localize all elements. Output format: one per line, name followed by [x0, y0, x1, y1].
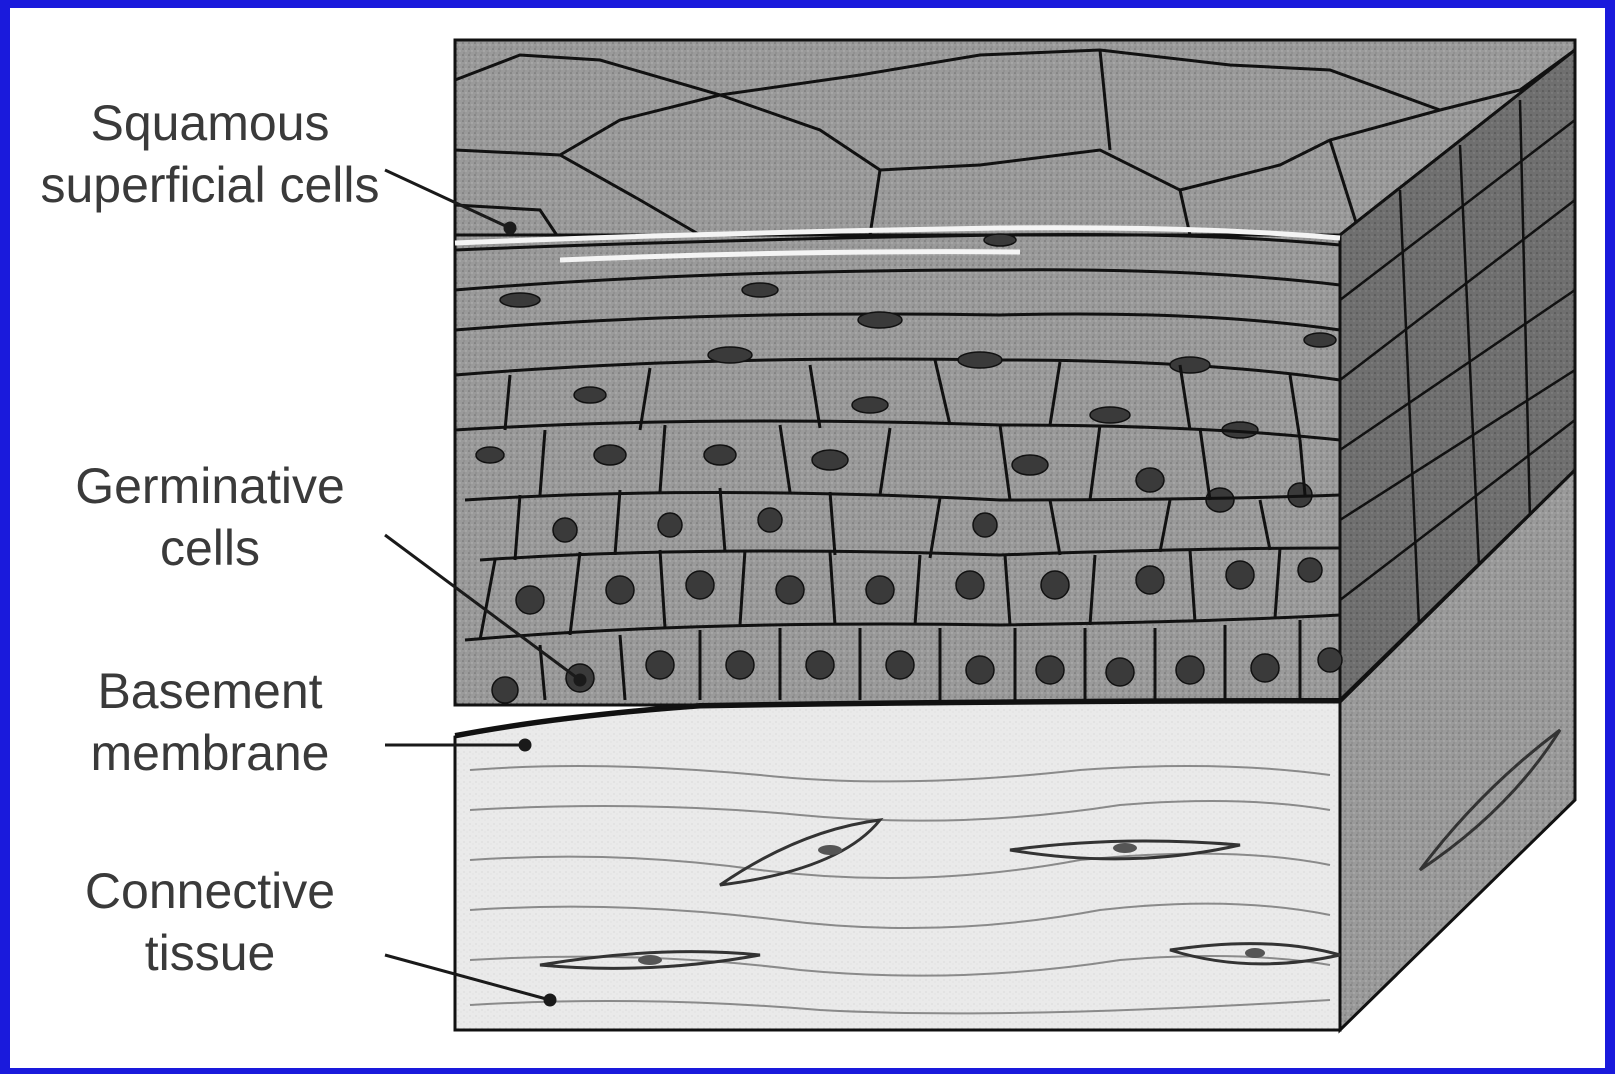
- label-germinative-cells: Germinative cells: [20, 455, 400, 579]
- connective-tissue-front-face: [455, 702, 1340, 1030]
- label-squamous-superficial-cells: Squamous superficial cells: [40, 92, 380, 216]
- label-connective-tissue: Connective tissue: [30, 860, 390, 984]
- label-basement-membrane: Basement membrane: [40, 660, 380, 784]
